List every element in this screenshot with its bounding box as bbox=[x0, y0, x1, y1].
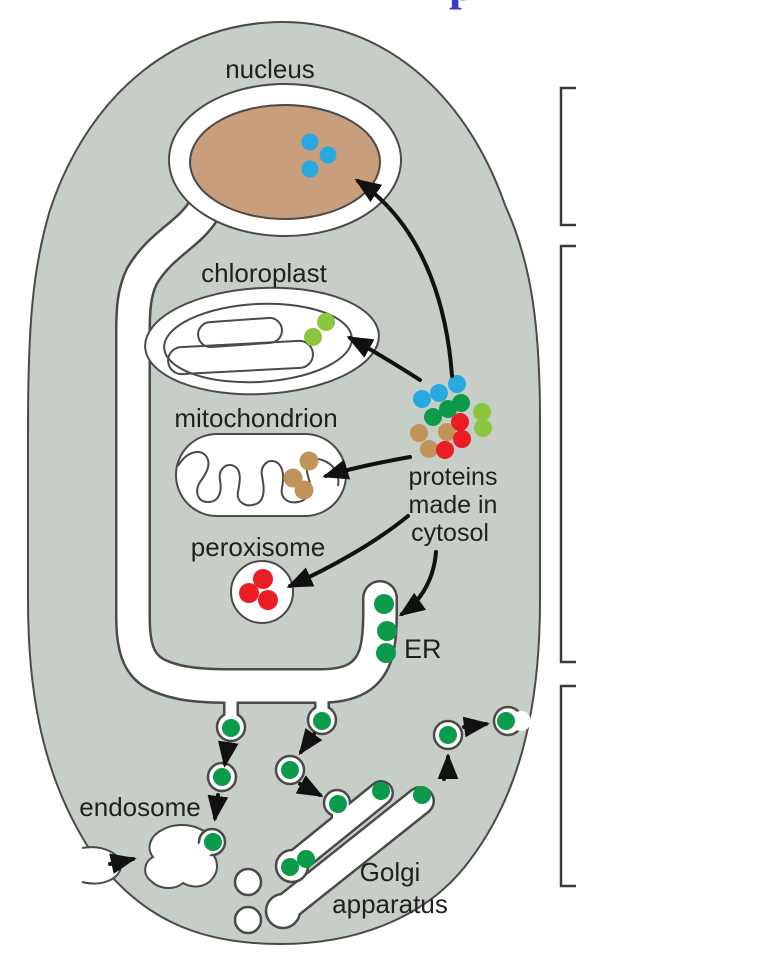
er-membrane-channel bbox=[115, 188, 398, 743]
arrow-to-peroxisome bbox=[286, 514, 410, 588]
golgi-vesicle-empty bbox=[233, 905, 263, 935]
arrow-golgi-up bbox=[437, 753, 459, 781]
arrow-vesicle-down-2 bbox=[298, 727, 323, 756]
golgi-vesicle-empty bbox=[233, 867, 263, 897]
arrow-vesicle-down-1 bbox=[217, 740, 239, 768]
arrow-to-membrane bbox=[462, 716, 490, 738]
proteins-tan bbox=[283, 423, 456, 500]
arrow-to-mitochondrion bbox=[322, 455, 412, 480]
nucleus bbox=[168, 83, 402, 237]
arrow-to-chloroplast bbox=[346, 336, 422, 382]
arrow-endocytosis bbox=[108, 853, 137, 874]
bracket-2 bbox=[559, 244, 576, 664]
cropped-title-fragment: p bbox=[447, 0, 473, 11]
peroxisome-label: peroxisome bbox=[191, 532, 325, 562]
bracket-3 bbox=[559, 684, 576, 888]
cytosol-caption-line1: proteins bbox=[409, 463, 498, 491]
er-label: ER bbox=[404, 634, 442, 664]
arrow-vesicle-to-endosome bbox=[207, 793, 229, 822]
golgi-label-line2: apparatus bbox=[332, 889, 448, 919]
endosome bbox=[144, 824, 227, 889]
proteins-dark-green bbox=[204, 394, 515, 876]
chloroplast bbox=[144, 286, 380, 396]
chloroplast-label: chloroplast bbox=[201, 258, 328, 288]
arrow-to-er bbox=[398, 550, 438, 617]
cytosol-caption-line3: cytosol bbox=[411, 519, 489, 547]
proteins-red bbox=[239, 413, 471, 610]
bracket-1 bbox=[559, 86, 576, 227]
arrow-vesicle-to-golgi bbox=[295, 775, 324, 797]
golgi-label-line1: Golgi bbox=[360, 857, 421, 887]
nucleus-label: nucleus bbox=[225, 54, 315, 84]
cytosol-caption-line2: made in bbox=[409, 491, 498, 519]
endosome-label: endosome bbox=[79, 792, 200, 822]
mitochondrion-label: mitochondrion bbox=[174, 403, 337, 433]
mitochondrion bbox=[175, 433, 347, 517]
nucleus-interior bbox=[189, 104, 381, 220]
transport-arrows bbox=[108, 178, 490, 874]
proteins-blue bbox=[301, 133, 466, 408]
arrow-to-nucleus bbox=[354, 178, 454, 378]
legend-brackets bbox=[559, 86, 576, 888]
proteins-light-green bbox=[304, 313, 492, 437]
